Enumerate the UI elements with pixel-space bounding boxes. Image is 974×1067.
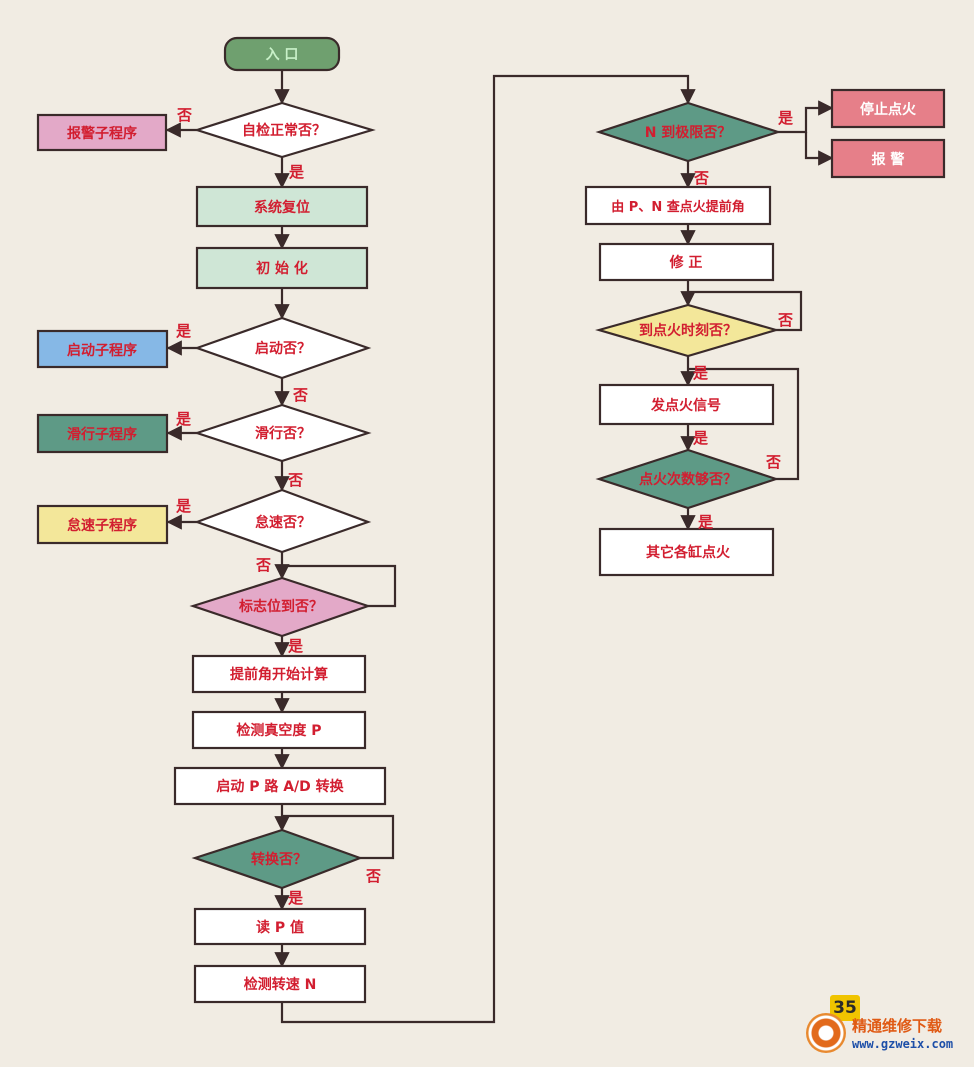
detect-p-label: 检测真空度 P (236, 722, 321, 739)
read-p-label: 读 P 值 (256, 919, 304, 936)
init-label: 初 始 化 (256, 260, 308, 277)
entry-label: 入 口 (266, 47, 299, 63)
coast-sub-label: 滑行子程序 (67, 426, 137, 443)
yes-label-convert: 是 (287, 889, 304, 907)
node-labels: 入 口 自检正常否？ 报警子程序 系统复位 初 始 化 启动否？ 启动子程序 滑… (67, 47, 917, 993)
yes-label-igntime: 是 (692, 364, 709, 382)
no-label-nlimit: 否 (693, 169, 709, 187)
convert-diamond (191, 828, 364, 890)
detect-n-box (193, 964, 367, 1004)
idle-sub-label: 怠速子程序 (67, 517, 137, 534)
alarm-box (830, 138, 946, 179)
ign-time-diamond (595, 303, 780, 358)
yes-label-start: 是 (175, 322, 192, 340)
entry-terminal (223, 36, 341, 72)
n-limit-q-label: N 到极限否？ (645, 124, 732, 141)
no-label-convert: 否 (365, 867, 381, 885)
self-check-diamond (193, 101, 376, 159)
sys-reset-label: 系统复位 (254, 199, 310, 216)
logo-url: www.gzweix.com (852, 1037, 954, 1051)
start-diamond (193, 316, 372, 380)
yes-label-coast: 是 (175, 410, 192, 428)
sys-reset-box (195, 185, 369, 228)
flag-q-label: 标志位到否？ (238, 598, 323, 615)
other-cyl-box (598, 527, 775, 577)
stop-ign-label: 停止点火 (860, 101, 917, 118)
advance-calc-box (191, 654, 367, 694)
edge-igntime-loop (688, 290, 803, 332)
coast-diamond (193, 403, 372, 463)
n-limit-diamond (595, 101, 782, 163)
no-label-count: 否 (765, 453, 781, 471)
start-q-label: 启动否？ (255, 340, 311, 357)
no-label-igntime: 否 (777, 311, 793, 329)
logo-emblem-icon (806, 1013, 846, 1053)
start-ad-box (173, 766, 387, 806)
detect-n-label: 检测转速 N (244, 976, 317, 993)
detect-p-box (191, 710, 367, 750)
site-logo: 35 精通维修下载 www.gzweix.com (800, 995, 970, 1057)
no-label-start: 否 (292, 386, 308, 404)
yes-label-send: 是 (692, 429, 709, 447)
start-sub-label: 启动子程序 (67, 342, 137, 359)
idle-sub-box (36, 504, 169, 545)
lookup-box (584, 185, 772, 226)
advance-calc-label: 提前角开始计算 (230, 666, 328, 683)
coast-q-label: 滑行否？ (255, 425, 311, 442)
edge-detectn-nlimit (280, 74, 696, 1024)
flag-diamond (189, 576, 372, 638)
stop-ign-box (830, 88, 946, 129)
other-cyl-label: 其它各缸点火 (646, 544, 731, 561)
idle-q-label: 怠速否？ (255, 514, 311, 531)
edge-nlimit-alarm (804, 132, 834, 166)
coast-sub-box (36, 413, 169, 454)
alarm-label: 报 警 (872, 151, 905, 168)
connector-lines (165, 70, 834, 1024)
start-sub-box (36, 329, 169, 369)
convert-q-label: 转换否？ (251, 851, 307, 868)
yes-label-count: 是 (697, 513, 714, 531)
self-check-label: 自检正常否？ (242, 122, 326, 139)
send-signal-label: 发点火信号 (650, 397, 721, 414)
yes-label-selfcheck: 是 (288, 163, 305, 181)
yes-label-idle: 是 (175, 497, 192, 515)
start-ad-label: 启动 P 路 A/D 转换 (216, 778, 344, 795)
read-p-box (193, 907, 367, 946)
edge-count-loop (688, 367, 800, 481)
no-label-idle: 否 (255, 556, 271, 574)
yes-label-flag: 是 (287, 637, 304, 655)
count-diamond (595, 448, 780, 510)
send-signal-box (598, 383, 775, 426)
alarm-sub-box (36, 113, 168, 152)
no-label-selfcheck: 否 (176, 106, 192, 124)
ign-time-q-label: 到点火时刻否？ (639, 322, 737, 339)
count-q-label: 点火次数够否？ (639, 471, 737, 488)
flowchart-shapes (36, 36, 946, 1004)
correct-box (598, 242, 775, 282)
logo-site-name: 精通维修下载 (852, 1017, 943, 1035)
branch-labels: 否 是 是 否 是 否 是 否 是 否 是 是 否 否 是 是 否 是 (175, 106, 794, 907)
yes-label-nlimit: 是 (777, 109, 794, 127)
edge-nlimit-stop (778, 100, 834, 134)
correct-label: 修 正 (669, 254, 703, 271)
page-number-badge: 35 (830, 995, 860, 1021)
idle-diamond (193, 488, 372, 554)
init-box (195, 246, 369, 290)
edge-convert-loop (282, 814, 395, 860)
no-label-coast: 否 (287, 471, 303, 489)
edge-flag-loop (282, 564, 397, 608)
lookup-label: 由 P、N 查点火提前角 (611, 199, 744, 215)
alarm-sub-label: 报警子程序 (67, 125, 137, 142)
